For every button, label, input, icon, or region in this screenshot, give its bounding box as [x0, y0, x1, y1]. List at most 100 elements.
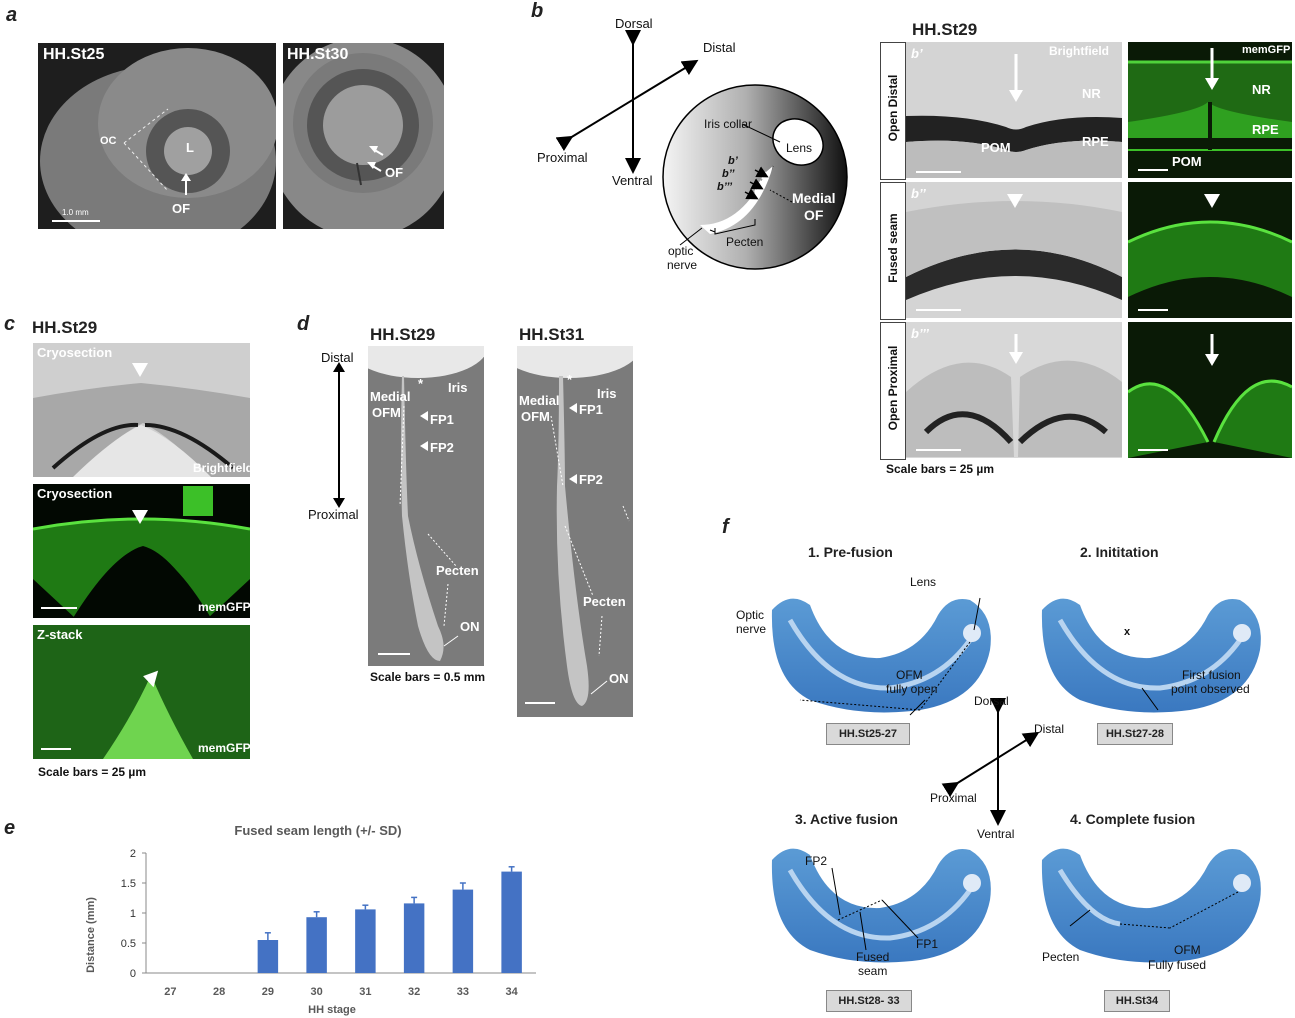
- b-of: OF: [804, 207, 824, 223]
- y-tick-label: 2: [130, 848, 136, 860]
- f-proximal: Proximal: [930, 791, 977, 805]
- f-s3-fp2: FP2: [805, 854, 828, 868]
- of-label: OF: [172, 201, 191, 216]
- f-s2-stage: HH.St27-28: [1097, 723, 1173, 745]
- x-tick-label: 33: [457, 986, 469, 998]
- b2-tag: b’’: [911, 186, 926, 201]
- y-tick-label: 0.5: [121, 938, 136, 950]
- c-stage-title: HH.St29: [32, 318, 98, 337]
- f-s3-stage: HH.St28- 33: [826, 990, 912, 1012]
- f-s1-lens: Lens: [910, 575, 937, 589]
- x-tick-label: 28: [213, 986, 225, 998]
- panel-b-eye-diagram: [555, 30, 848, 270]
- d2-pecten: Pecten: [583, 594, 626, 609]
- x-tick-label: 30: [311, 986, 323, 998]
- d1-title: HH.St29: [370, 325, 436, 344]
- d1-fp2: FP2: [430, 440, 454, 455]
- panel-b-label: b: [531, 0, 544, 22]
- c1-sub: Brightfield: [193, 461, 250, 475]
- f-s4-stage: HH.St34: [1104, 990, 1170, 1012]
- row-label-fused-seam: Fused seam: [880, 182, 906, 320]
- b-dorsal: Dorsal: [615, 16, 653, 31]
- d2-fp2: FP2: [579, 472, 603, 487]
- d1-ofm: OFM: [372, 405, 401, 420]
- b1-rpe: RPE: [1082, 134, 1109, 149]
- b-lens: Lens: [786, 141, 813, 155]
- b1-brightfield-image: b’ Brightfield NR RPE POM: [906, 42, 1122, 178]
- b3-tag: b’’’: [911, 326, 929, 341]
- b-arrow-1: b’: [728, 155, 738, 167]
- panel-a-image-st25: HH.St25 OC L OF 1.0 mm: [38, 43, 276, 229]
- chart-title: Fused seam length (+/- SD): [234, 823, 401, 838]
- b1-gfp-image: memGFP NR RPE POM: [1128, 42, 1292, 178]
- b1-gfp-nr: NR: [1252, 82, 1271, 97]
- b1-gfp-pom: POM: [1172, 154, 1202, 169]
- y-tick-label: 1: [130, 908, 136, 920]
- c3-sub: memGFP: [198, 741, 250, 755]
- f-distal: Distal: [1034, 722, 1065, 736]
- b-proximal: Proximal: [537, 150, 588, 165]
- x-tick-label: 32: [408, 986, 420, 998]
- panel-f-label: f: [722, 516, 729, 538]
- st25-title: HH.St25: [43, 46, 105, 63]
- panel-a-image-st30: HH.St30 OF: [283, 43, 444, 229]
- f-s1-fully-open: fully open: [886, 682, 938, 696]
- d-axis-arrow: [333, 362, 345, 508]
- b-pecten: Pecten: [726, 235, 764, 249]
- panel-a-label: a: [6, 4, 18, 26]
- d1-pecten: Pecten: [436, 563, 479, 578]
- x-tick-label: 27: [164, 986, 176, 998]
- y-tick-label: 0: [130, 968, 136, 980]
- f-s2-point-observed: point observed: [1171, 682, 1250, 696]
- panel-e-label: e: [4, 817, 16, 839]
- b-optic: optic: [668, 244, 694, 258]
- f-s1-optic: Optic: [736, 608, 765, 622]
- d2-fp1: FP1: [579, 402, 603, 417]
- c1-brightfield-image: Cryosection Brightfield: [33, 343, 250, 477]
- f-s3-fp1: FP1: [916, 937, 939, 951]
- bar-29: [257, 940, 279, 973]
- c2-title: Cryosection: [37, 486, 113, 501]
- x-tick-label: 31: [359, 986, 371, 998]
- bar-34: [501, 871, 522, 973]
- c3-title: Z-stack: [37, 627, 83, 642]
- b1-brightfield-label: Brightfield: [1049, 44, 1109, 58]
- b-arrow-2: b’’: [722, 168, 735, 180]
- y-tick-label: 1.5: [121, 878, 136, 890]
- x-tick-label: 34: [506, 986, 519, 998]
- lens-label: L: [186, 140, 194, 155]
- bar-33: [452, 889, 474, 973]
- f-s4-ofm: OFM: [1174, 943, 1201, 957]
- x-tick-label: 29: [262, 986, 274, 998]
- d2-image: * Iris Medial OFM FP1 FP2 Pecten ON: [517, 346, 633, 717]
- f-s1-nerve: nerve: [736, 622, 767, 636]
- st30-title: HH.St30: [287, 46, 349, 63]
- f-s2-first-fusion: First fusion: [1182, 668, 1241, 682]
- d1-star: *: [418, 376, 424, 391]
- scale-label: 1.0 mm: [62, 208, 89, 217]
- d2-ofm: OFM: [521, 409, 550, 424]
- b1-nr: NR: [1082, 86, 1101, 101]
- f-ventral: Ventral: [977, 827, 1015, 841]
- d2-medial: Medial: [519, 393, 560, 408]
- f-s4-fully-fused: Fully fused: [1148, 958, 1207, 972]
- bar-30: [306, 917, 327, 973]
- f-s3-seam: seam: [858, 964, 888, 978]
- d2-star: *: [567, 372, 573, 387]
- b1-gfp-rpe: RPE: [1252, 122, 1279, 137]
- d2-on: ON: [609, 671, 629, 686]
- b2-brightfield-image: b’’: [906, 182, 1122, 318]
- f-s1-stage: HH.St25-27: [826, 723, 910, 745]
- b-arrow-3: b’’’: [717, 181, 733, 193]
- f-s4-pecten: Pecten: [1042, 950, 1080, 964]
- bar-32: [403, 903, 425, 973]
- b-iris-collar: Iris collar: [704, 117, 753, 131]
- panel-e-chart: Fused seam length (+/- SD) Distance (mm)…: [85, 823, 536, 1016]
- d1-on: ON: [460, 619, 480, 634]
- f-s3-fused: Fused: [856, 950, 890, 964]
- panel-d-label: d: [297, 313, 310, 335]
- chart-ylabel: Distance (mm): [85, 897, 97, 973]
- bar-31: [355, 909, 376, 973]
- f-s2-x: x: [1124, 626, 1131, 638]
- b1-tag: b’: [911, 46, 923, 61]
